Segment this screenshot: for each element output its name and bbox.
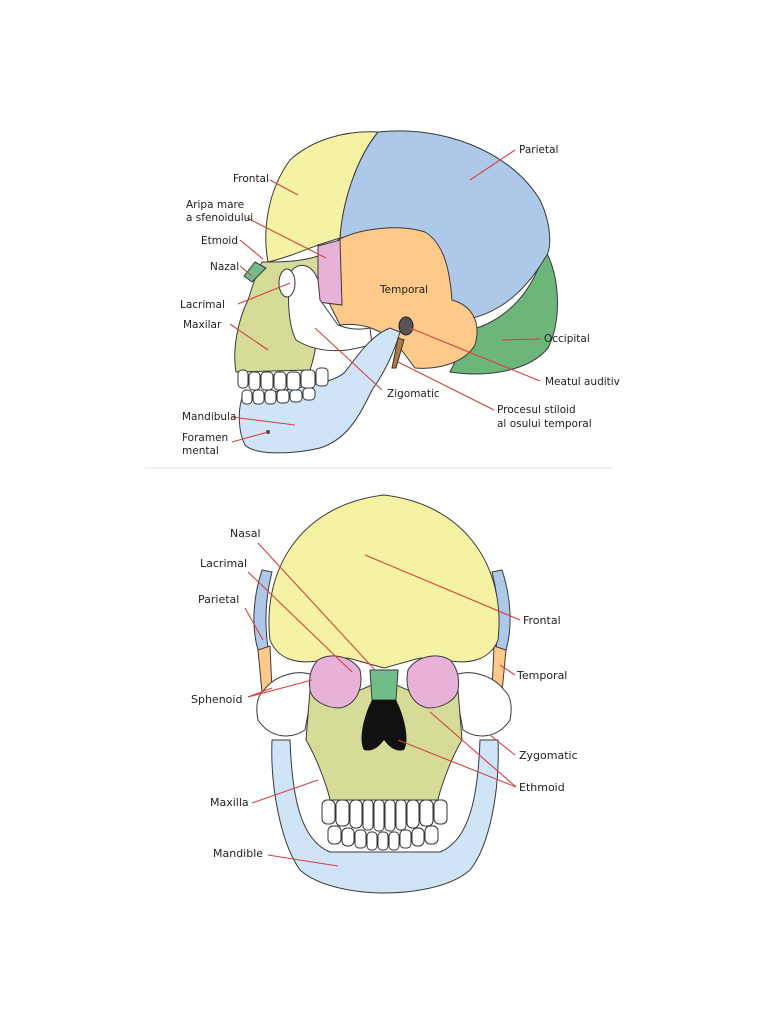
lateral-upper-teeth: [237, 367, 329, 391]
lateral-label-etmoid: Etmoid: [201, 235, 238, 247]
lateral-label-nazal: Nazal: [210, 261, 239, 273]
lateral-orbit: [278, 268, 296, 298]
lateral-lower-teeth: [241, 387, 316, 405]
frontal-leader-zygomatic: [489, 734, 516, 756]
lateral-leader-etmoid: [239, 239, 264, 260]
frontal-frontal-bone: [268, 494, 500, 669]
lateral-label-procesul-line1: Procesul stiloid: [497, 404, 576, 416]
frontal-label-temporal: Temporal: [516, 669, 567, 682]
lateral-zygomatic-bone: [288, 264, 373, 352]
lateral-leader-parietal: [469, 149, 516, 181]
frontal-label-frontal: Frontal: [523, 614, 561, 627]
lateral-nasal-bone: [243, 261, 267, 283]
lateral-label-aripa-line2: a sfenoidului: [186, 212, 253, 224]
frontal-leader-sphenoid-2: [247, 687, 273, 698]
frontal-label-maxilla: Maxilla: [210, 796, 249, 809]
lateral-sphenoid-bone: [317, 239, 343, 306]
frontal-leader-maxilla: [251, 779, 319, 804]
frontal-label-zygomatic: Zygomatic: [519, 749, 578, 762]
lateral-label-aripa-line1: Aripa mare: [186, 199, 244, 211]
frontal-leader-sphenoid-1: [247, 679, 313, 698]
lateral-leader-aripa: [246, 217, 327, 259]
lateral-leader-nazal: [239, 265, 253, 277]
lateral-leader-zigomatic: [314, 327, 383, 391]
lateral-leader-frontal: [269, 179, 299, 196]
frontal-leader-lacrimal: [247, 571, 353, 673]
lateral-label-frontal: Frontal: [233, 173, 269, 185]
lateral-label-zigomatic: Zigomatic: [387, 388, 440, 400]
lateral-styloid-process: [391, 337, 405, 369]
frontal-sphenoid-left: [309, 655, 362, 709]
lateral-label-temporal: Temporal: [379, 284, 428, 296]
lateral-leader-foramen: [231, 431, 269, 443]
frontal-label-sphenoid: Sphenoid: [191, 693, 242, 706]
frontal-mandible-bone: [271, 739, 499, 894]
lateral-leader-procesul: [397, 361, 495, 411]
lateral-label-parietal: Parietal: [519, 144, 558, 156]
lateral-leader-lacrimal: [237, 282, 291, 305]
frontal-leader-ethmoid-2: [429, 711, 517, 788]
lateral-mandible-bone: [238, 327, 401, 454]
lateral-label-lacrimal: Lacrimal: [180, 299, 225, 311]
frontal-leader-mandible: [267, 854, 339, 867]
frontal-label-lacrimal: Lacrimal: [200, 557, 247, 570]
lateral-label-mandibula: Mandibula: [182, 411, 236, 423]
frontal-label-mandible: Mandible: [213, 847, 263, 860]
lateral-label-foramen-line1: Foramen: [182, 432, 228, 444]
frontal-leader-frontal: [364, 554, 521, 621]
frontal-leader-nasal: [257, 542, 376, 671]
frontal-leader-ethmoid-1: [397, 739, 517, 788]
frontal-label-parietal: Parietal: [198, 593, 239, 606]
lateral-label-meatul: Meatul auditiv: [545, 376, 620, 388]
frontal-leader-parietal: [244, 607, 264, 641]
lateral-label-foramen-line2: mental: [182, 445, 219, 457]
lateral-label-procesul-line2: al osului temporal: [497, 418, 592, 430]
frontal-label-ethmoid: Ethmoid: [519, 781, 565, 794]
lateral-leader-maxilar: [229, 323, 269, 351]
frontal-nasal-bone: [369, 669, 399, 701]
lateral-label-occipital: Occipital: [544, 333, 590, 345]
lateral-leader-mandibula: [231, 416, 296, 426]
lateral-occipital-bone: [449, 248, 558, 375]
frontal-sphenoid-right: [406, 655, 459, 709]
lateral-label-maxilar: Maxilar: [183, 319, 222, 331]
frontal-skull-view: Nasal Lacrimal Parietal Frontal Temporal…: [191, 494, 578, 894]
frontal-zygomatic-right: [452, 672, 512, 737]
lateral-ear-meatus: [398, 316, 414, 336]
frontal-leader-temporal: [499, 664, 516, 676]
lateral-leader-meatul: [409, 327, 541, 382]
frontal-lower-teeth: [327, 825, 439, 851]
lateral-leader-occipital: [501, 338, 541, 341]
lateral-skull-view: Parietal Frontal Aripa mare a sfenoidulu…: [180, 130, 620, 457]
frontal-upper-teeth: [321, 799, 448, 832]
frontal-nasal-cavity: [361, 700, 407, 751]
frontal-label-nasal: Nasal: [230, 527, 261, 540]
